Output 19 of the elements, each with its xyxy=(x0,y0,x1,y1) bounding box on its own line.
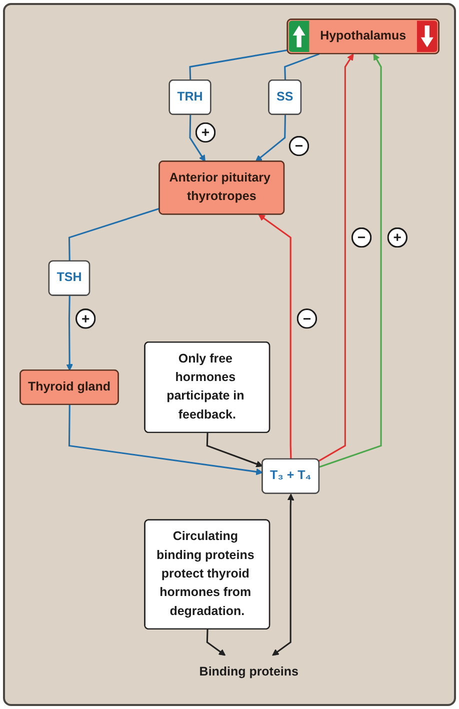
connector xyxy=(284,53,320,80)
arrow xyxy=(68,404,263,476)
arrow xyxy=(206,432,263,468)
arrow xyxy=(189,114,206,162)
edge-label: + xyxy=(393,230,402,246)
connector xyxy=(189,49,288,80)
edge-label: + xyxy=(201,124,210,140)
connector xyxy=(68,208,160,262)
arrow xyxy=(318,54,354,462)
arrow xyxy=(272,494,294,656)
arrow xyxy=(206,629,226,656)
arrow xyxy=(258,214,292,460)
edge-label: − xyxy=(302,310,312,326)
edge-label: − xyxy=(294,138,304,154)
arrow xyxy=(319,54,382,468)
edge-label: + xyxy=(81,310,90,326)
arrow xyxy=(255,114,286,162)
arrow xyxy=(66,296,73,371)
edge-label: − xyxy=(357,230,366,246)
